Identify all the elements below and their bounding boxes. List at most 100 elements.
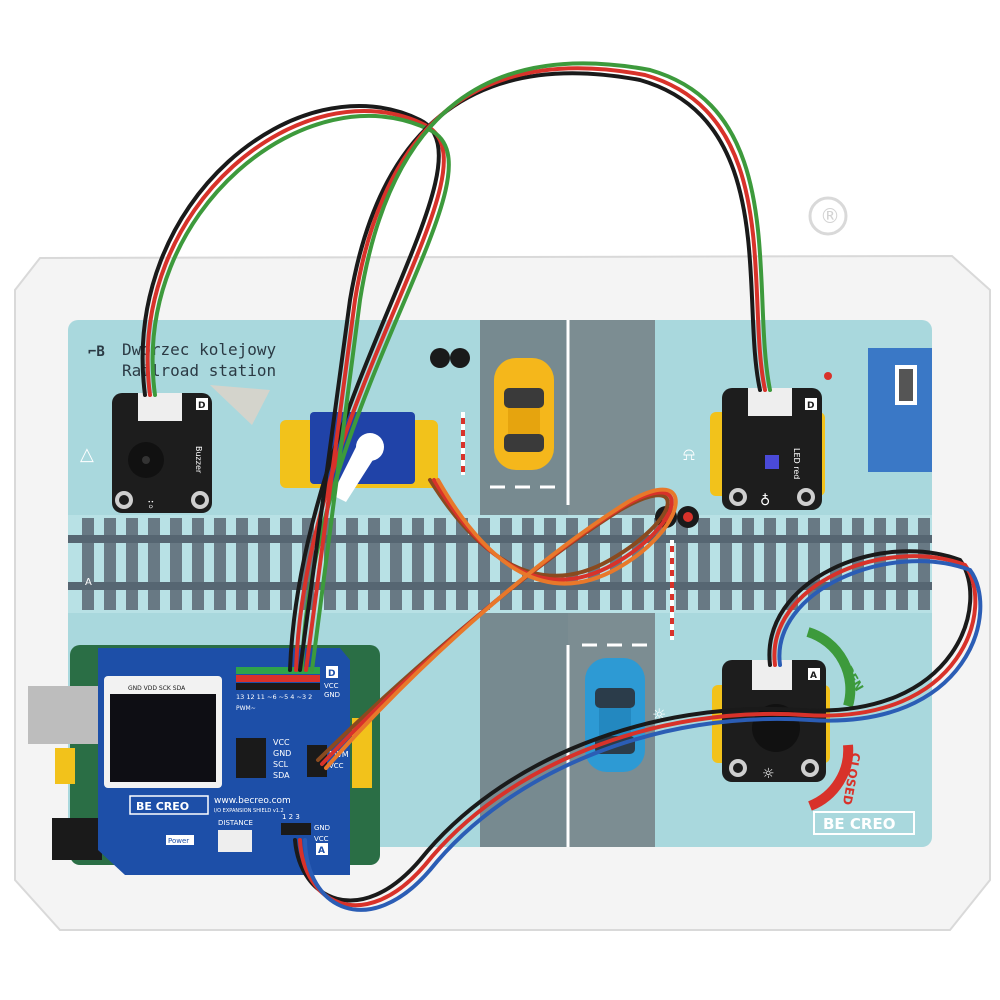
power-badge <box>166 835 194 845</box>
light-cone-icon <box>210 385 270 425</box>
rail-bottom <box>68 582 932 590</box>
rail-sleeper <box>566 518 578 610</box>
distance-connector <box>218 830 252 852</box>
rail-sleeper <box>280 518 292 610</box>
rail-sleeper <box>764 518 776 610</box>
rail-sleeper <box>390 518 402 610</box>
oled-display <box>110 694 216 782</box>
rail-sleeper <box>346 518 358 610</box>
distance-label: DISTANCE <box>218 819 253 827</box>
i2c-pin-1: GND <box>273 749 291 758</box>
rail-sleeper <box>456 518 468 610</box>
rail-sleeper <box>126 518 138 610</box>
yellow-car <box>494 358 554 470</box>
wire-led-green <box>310 61 772 672</box>
analog-pin-labels: 1 2 3 <box>282 813 300 821</box>
board-brand: BE CREO <box>823 815 895 833</box>
expansion-shield: GND VDD SCK SDA BE CREO www.becreo.com I… <box>98 648 350 875</box>
wire-bundles <box>140 61 983 912</box>
rail-sleeper <box>82 518 94 610</box>
signal-red-icon-2 <box>683 512 693 522</box>
rail-sleeper <box>720 518 732 610</box>
shield-brand-box <box>129 795 209 815</box>
wire-pot-blue <box>303 559 983 912</box>
analog-header <box>281 823 311 835</box>
bulb-icon: ♁ <box>760 493 770 509</box>
speaker-icon: ⍤ <box>146 495 156 514</box>
rail-sleeper <box>412 518 424 610</box>
board-title-pl: Dworzec kolejowy <box>122 340 276 359</box>
rail-sleeper <box>104 518 116 610</box>
rail-sleeper <box>632 518 644 610</box>
buzzer-port-label: D <box>198 401 205 411</box>
shield-website: www.becreo.com <box>214 796 291 806</box>
port-d-gnd: GND <box>324 691 340 699</box>
signal-dot-icon <box>430 348 450 368</box>
registered-watermark-icon <box>808 196 848 236</box>
pwm-tilde-label: PWM~ <box>236 705 256 712</box>
pwm-vcc: VCC <box>329 762 344 770</box>
shield-clip-left <box>55 748 75 784</box>
header-row-black <box>236 683 320 690</box>
pot-port-label: A <box>810 671 817 681</box>
wire-servo-orange <box>324 478 678 770</box>
shield-subtitle: I/O EXPANSION SHIELD v1.2 <box>214 808 284 814</box>
port-a-label: A <box>318 846 325 856</box>
rail-sleeper <box>434 518 446 610</box>
i2c-pin-2: SCL <box>273 760 289 769</box>
rail-sleeper <box>192 518 204 610</box>
led-module[interactable]: LED red D ♁ <box>710 388 825 510</box>
i2c-header <box>236 738 266 778</box>
wire-buzzer-green <box>150 113 451 672</box>
rail-sleeper <box>478 518 490 610</box>
signal-dot-icon-2 <box>450 348 470 368</box>
led-port-label: D <box>807 401 814 411</box>
road-dashes <box>490 485 647 647</box>
port-d-label: D <box>328 669 335 679</box>
board-corner-label: A <box>85 577 92 588</box>
analog-vcc: VCC <box>314 835 329 843</box>
wire-buzzer-red <box>145 108 446 672</box>
open-arc-icon <box>806 627 856 708</box>
bell-icon: ⍾ <box>683 444 695 465</box>
potentiometer-module[interactable]: A ☼ <box>712 660 830 782</box>
closed-arc-icon <box>808 744 854 811</box>
rail-sleeper <box>170 518 182 610</box>
power-jack <box>52 818 102 860</box>
port-a-badge <box>316 843 328 855</box>
building-window-inner <box>899 369 913 401</box>
buzzer-module[interactable]: Buzzer D ⍤ <box>112 393 212 514</box>
rail-sleeper <box>676 518 688 610</box>
i2c-pin-3: SDA <box>273 771 290 780</box>
board-logo-icon: ⌐B <box>88 344 105 360</box>
brand-box <box>813 811 915 835</box>
bell-outline-icon: △ <box>80 444 94 465</box>
i2c-pin-0: VCC <box>273 738 290 747</box>
shield-brand: BE CREO <box>136 800 189 813</box>
watermark-symbol: ® <box>820 204 840 228</box>
rail-sleeper <box>522 518 534 610</box>
board-title-en: Railroad station <box>122 361 276 380</box>
usb-port <box>28 686 100 744</box>
red-dot-icon <box>824 372 832 380</box>
rail-sleeper <box>148 518 160 610</box>
rail-sleeper <box>236 518 248 610</box>
header-row-green <box>236 667 320 674</box>
port-d-vcc: VCC <box>324 682 339 690</box>
led-label: LED red <box>792 448 801 479</box>
wire-pot-red <box>298 554 978 907</box>
pot-bulb-icon: ☼ <box>762 766 775 782</box>
port-d-badge <box>326 666 338 678</box>
rail-sleeper <box>918 518 930 610</box>
header-row-red <box>236 675 320 682</box>
rail-sleeper <box>742 518 754 610</box>
rail-top <box>68 535 932 543</box>
pwm-pin-labels: 13 12 11 ~6 ~5 4 ~3 2 <box>236 693 312 701</box>
wire-pot-black <box>293 549 973 903</box>
analog-gnd: GND <box>314 824 330 832</box>
rail-sleeper <box>698 518 710 610</box>
rail-sleeper <box>368 518 380 610</box>
wire-buzzer-black <box>140 103 441 672</box>
rail-sleeper <box>214 518 226 610</box>
